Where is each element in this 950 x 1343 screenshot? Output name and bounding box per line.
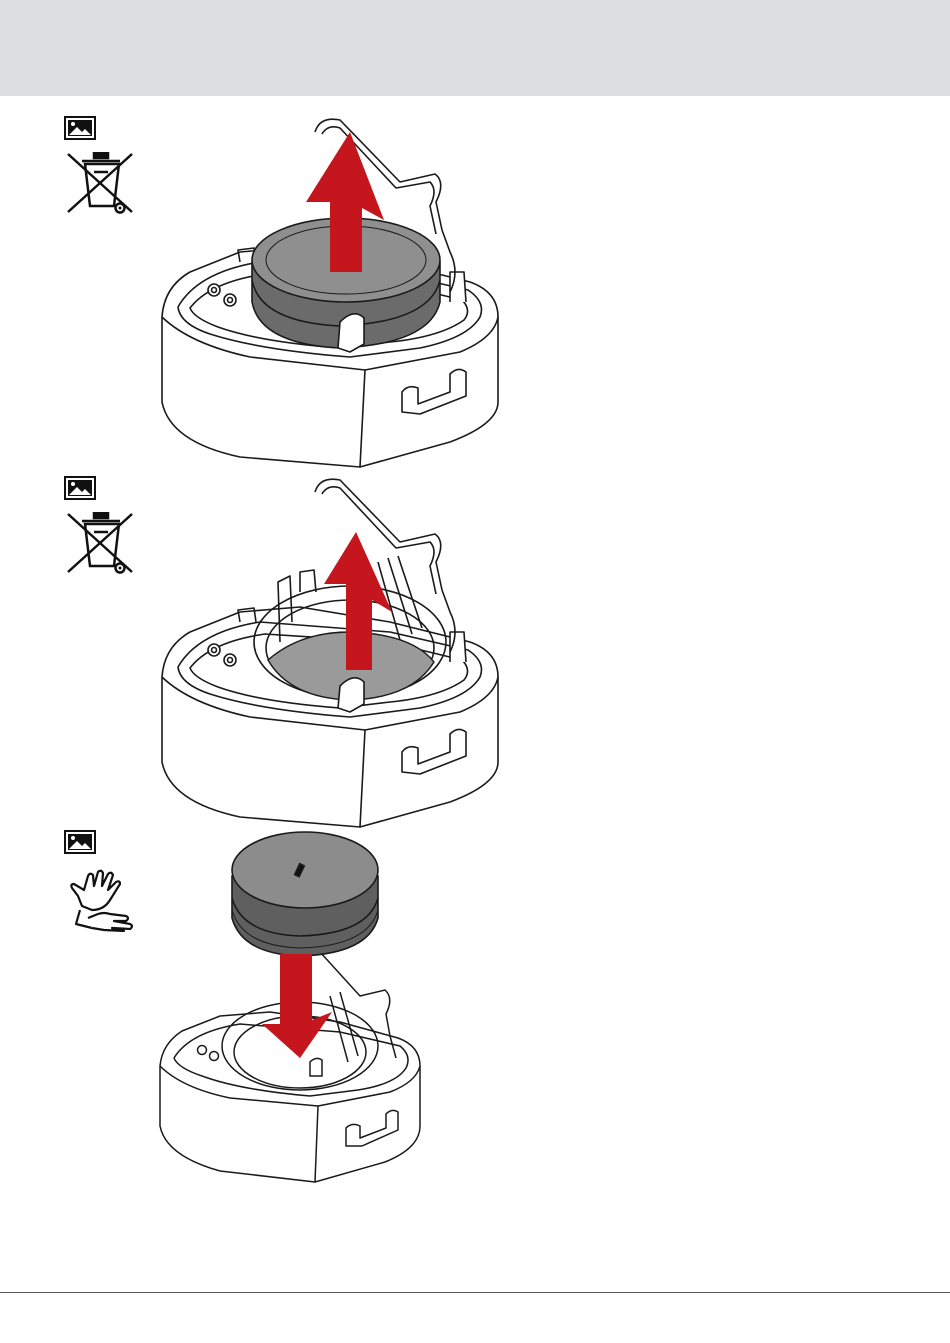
crossed-out-wheelie-bin-icon: [64, 152, 136, 218]
step-3: [0, 826, 950, 1188]
header-band: [0, 0, 950, 96]
image-icon: [64, 830, 96, 854]
battery-pack: [232, 832, 378, 956]
image-icon: [64, 476, 96, 500]
gloved-hands-icon: [64, 866, 136, 932]
step-2-illustration: [150, 472, 510, 828]
image-icon: [64, 116, 96, 140]
step-1: [0, 112, 950, 472]
step-3-illustration: [150, 826, 450, 1188]
crossed-out-wheelie-bin-icon: [64, 512, 136, 578]
step-2: [0, 472, 950, 828]
footer-rule: [0, 1292, 950, 1293]
step-1-illustration: [150, 112, 510, 472]
